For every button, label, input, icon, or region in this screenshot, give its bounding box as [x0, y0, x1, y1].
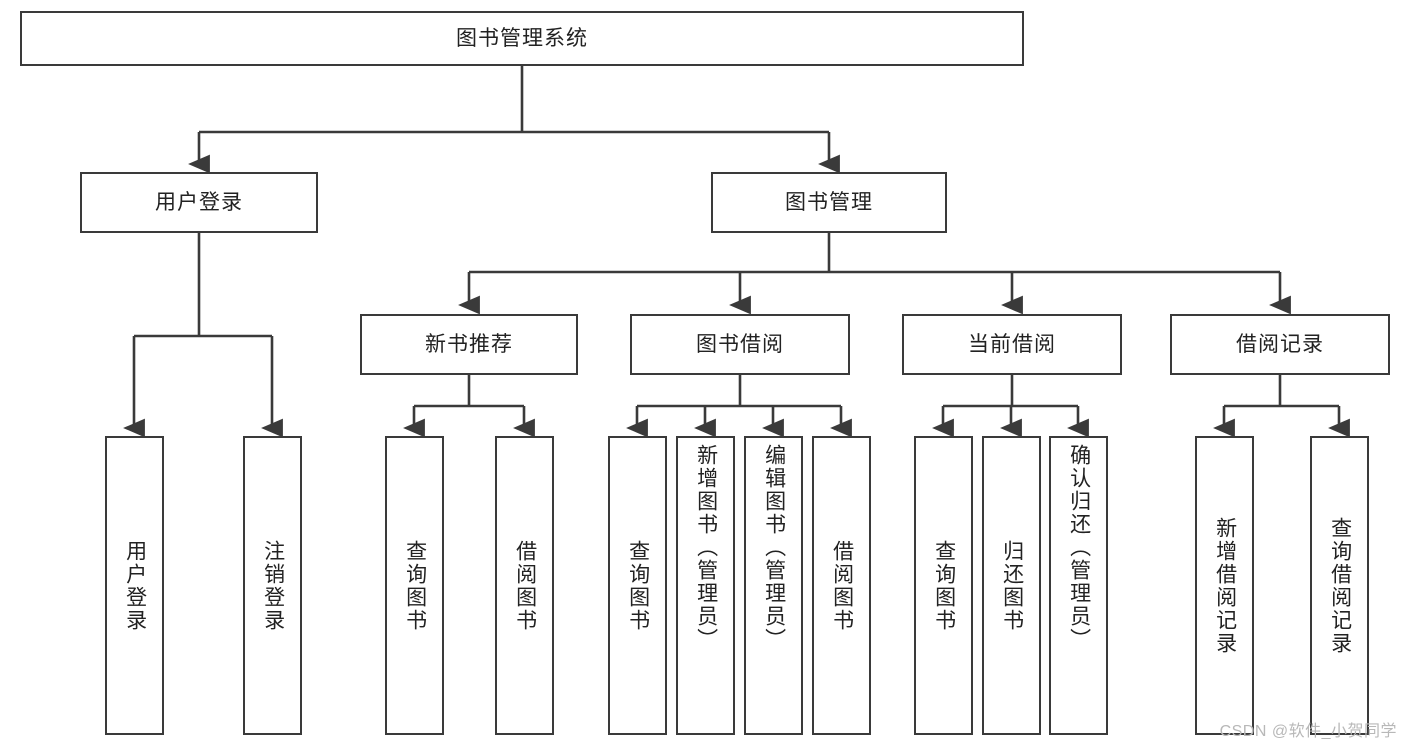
node-user-login[interactable]: 用户登录: [80, 172, 318, 233]
leaf-return-book[interactable]: 归还图书: [982, 436, 1041, 735]
node-current-borrow[interactable]: 当前借阅: [902, 314, 1122, 375]
leaf-confirm-return-admin[interactable]: 确认归还（管理员）: [1049, 436, 1108, 735]
node-book-borrow[interactable]: 图书借阅: [630, 314, 850, 375]
leaf-add-book-admin[interactable]: 新增图书（管理员）: [676, 436, 735, 735]
csdn-watermark: CSDN @软件_小贺同学: [1219, 723, 1397, 740]
leaf-query-book-borrow[interactable]: 查询图书: [608, 436, 667, 735]
leaf-query-book-current[interactable]: 查询图书: [914, 436, 973, 735]
leaf-user-login[interactable]: 用户登录: [105, 436, 164, 735]
leaf-query-book-recommend[interactable]: 查询图书: [385, 436, 444, 735]
node-borrow-record[interactable]: 借阅记录: [1170, 314, 1390, 375]
leaf-edit-book-admin[interactable]: 编辑图书（管理员）: [744, 436, 803, 735]
leaf-borrow-book[interactable]: 借阅图书: [812, 436, 871, 735]
leaf-logout-login[interactable]: 注销登录: [243, 436, 302, 735]
node-new-book-recommend[interactable]: 新书推荐: [360, 314, 578, 375]
node-root-system[interactable]: 图书管理系统: [20, 11, 1024, 66]
node-book-management[interactable]: 图书管理: [711, 172, 947, 233]
leaf-add-borrow-record[interactable]: 新增借阅记录: [1195, 436, 1254, 735]
leaf-query-borrow-record[interactable]: 查询借阅记录: [1310, 436, 1369, 735]
leaf-borrow-book-recommend[interactable]: 借阅图书: [495, 436, 554, 735]
